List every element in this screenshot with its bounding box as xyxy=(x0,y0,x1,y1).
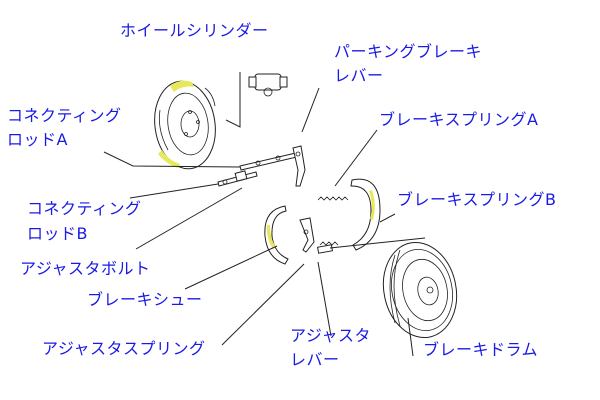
label-adjuster-lever-line2: レバー xyxy=(290,350,340,369)
connecting-rod-b-part xyxy=(217,170,258,187)
label-parking-brake-lever-line1: パーキングブレーキ xyxy=(334,42,483,61)
label-brake-spring-b: ブレーキスプリングB xyxy=(397,190,557,209)
right-brake-shoe-part xyxy=(350,178,381,251)
label-connecting-rod-a-line2: ロッドA xyxy=(7,130,68,149)
label-brake-drum: ブレーキドラム xyxy=(423,340,539,359)
label-brake-shoe: ブレーキシュー xyxy=(87,290,203,309)
label-parking-brake-lever-line2: レバー xyxy=(334,66,384,85)
label-connecting-rod-a-line1: コネクティング xyxy=(7,106,122,125)
label-connecting-rod-b-line1: コネクティング xyxy=(27,199,142,218)
adjuster-assembly-part xyxy=(299,217,339,254)
label-connecting-rod-b-line2: ロッドB xyxy=(27,224,88,243)
brake-drum-part xyxy=(382,241,458,339)
leader-lines xyxy=(103,87,426,357)
label-wheel-cylinder: ホイールシリンダー xyxy=(120,21,269,40)
parking-brake-lever-part xyxy=(292,145,306,187)
label-adjuster-bolt: アジャスタボルト xyxy=(20,259,151,278)
backing-plate xyxy=(154,80,216,170)
wheel-cylinder-part xyxy=(225,72,288,128)
label-adjuster-lever-line1: アジャスタ xyxy=(290,326,372,345)
label-adjuster-spring: アジャスタスプリング xyxy=(42,339,206,358)
connecting-rod-a-part xyxy=(239,151,302,171)
label-brake-spring-a: ブレーキスプリングA xyxy=(379,110,539,129)
left-brake-shoe-part xyxy=(264,205,289,265)
brake-spring-a-part xyxy=(317,196,349,201)
